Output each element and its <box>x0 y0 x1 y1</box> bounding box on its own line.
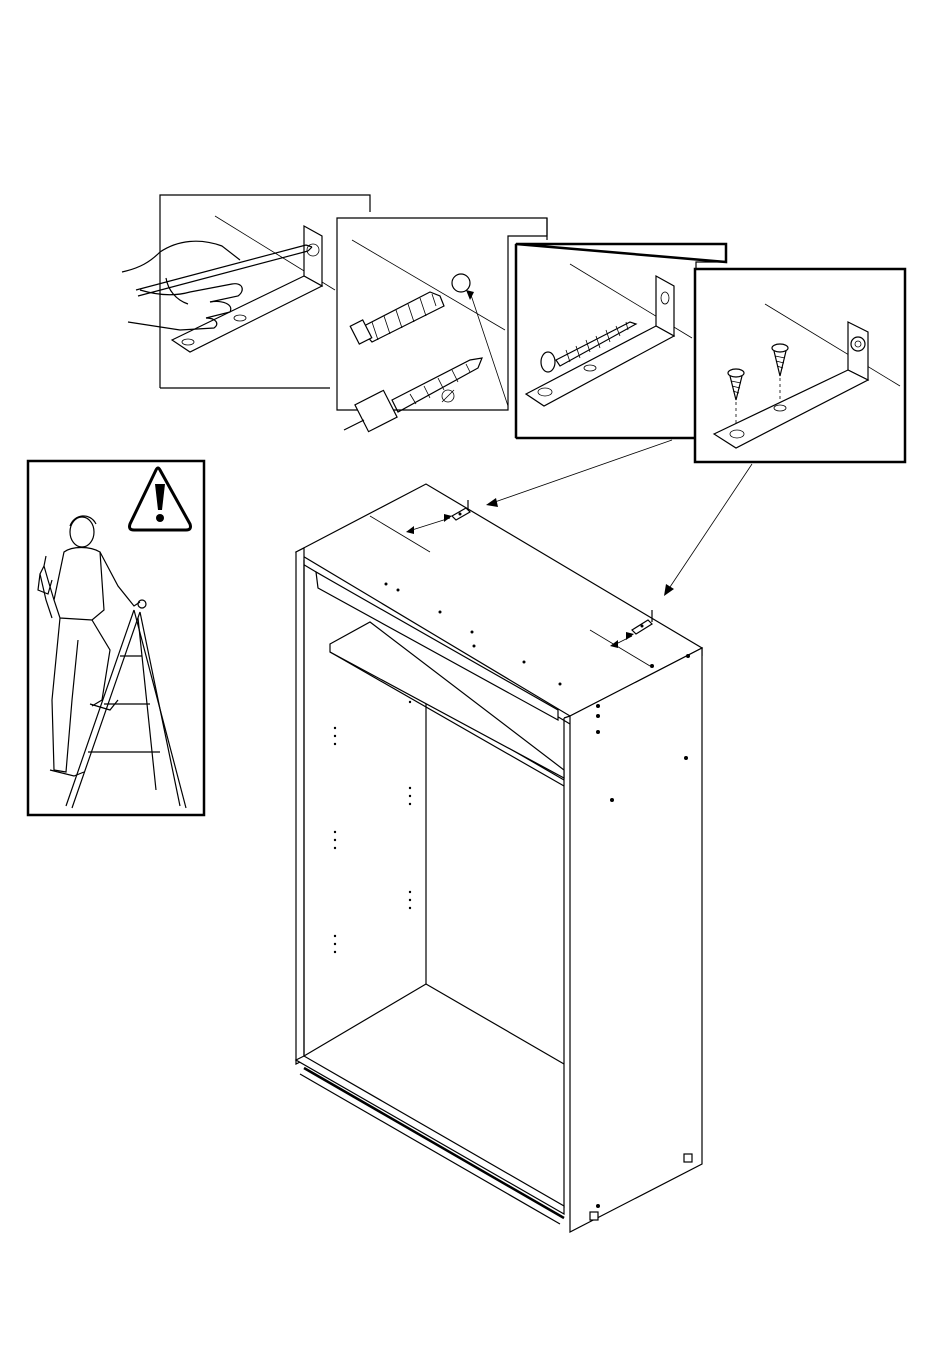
wall-bracket-icon <box>172 226 322 352</box>
wardrobe-carcass-icon <box>296 484 702 1232</box>
step-mark-holes-panel <box>122 195 370 388</box>
safety-panel <box>28 461 204 815</box>
step-screw-to-cabinet-panel <box>695 269 905 462</box>
